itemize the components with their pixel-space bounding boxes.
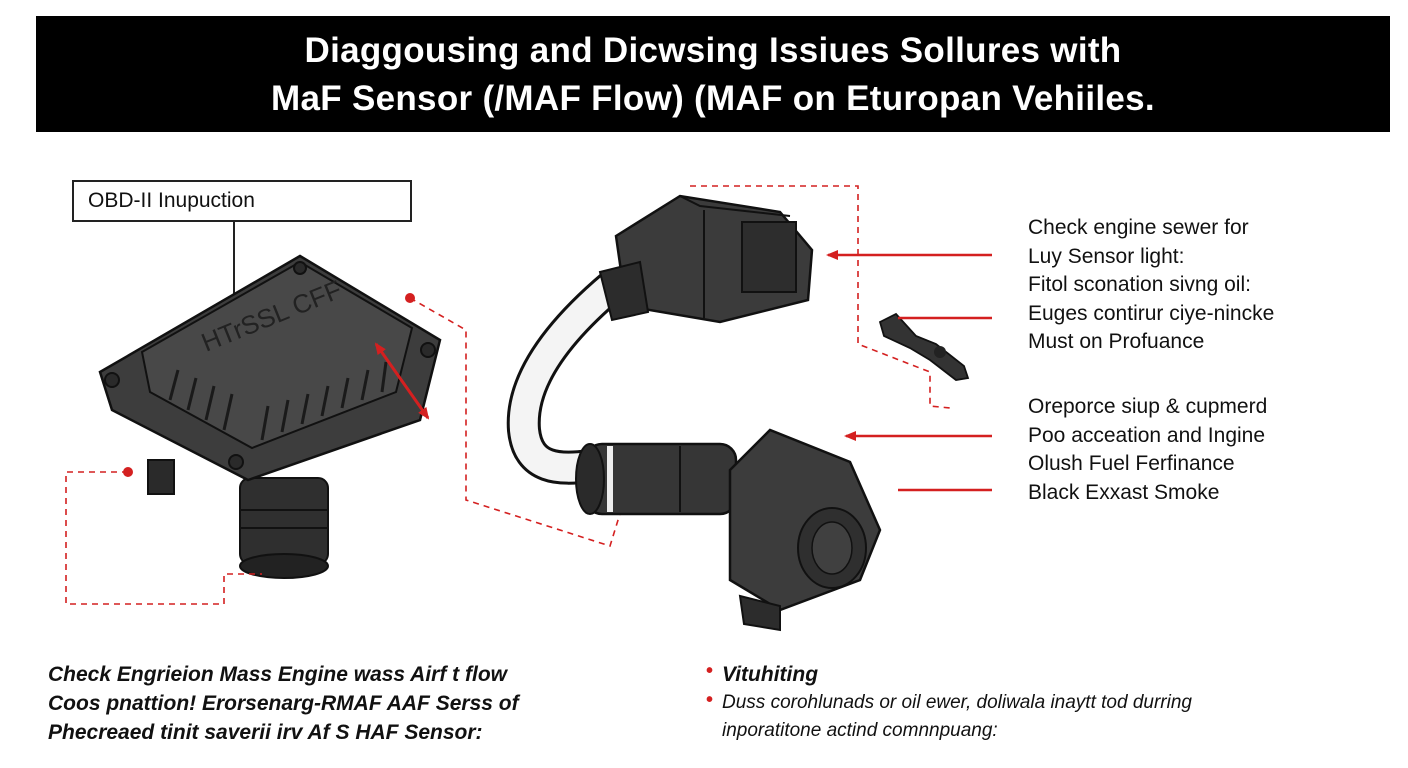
title-banner: Diaggousing and Dicwsing Issiues Sollure… [36,16,1390,132]
maf-sensor-part [506,194,882,632]
bottom-right-notes: • Vituhiting • Duss corohlunads or oil e… [706,660,1192,745]
caption-line: Check Engrieion Mass Engine wass Airf t … [48,663,507,686]
symptom-text: Fitol sconation sivng oil: [1028,273,1251,296]
red-double-arrow [374,342,430,420]
note-title: Vituhiting [722,663,819,686]
note-body-line-1: Duss corohlunads or oil ewer, doliwala i… [722,692,1192,713]
maf-module-part [98,254,442,579]
caption-line: Coos pnattion! Erorsenarg-RMAF AAF Serss… [48,692,519,715]
title-line-2: MaF Sensor (/MAF Flow) (MAF on Eturopan … [271,79,1155,118]
symptoms-group-2: Oreporce siup & cupmerd Poo acceation an… [1028,393,1267,507]
small-sensor-probe [878,312,970,381]
symptom-text: Euges contirur ciye-nincke [1028,301,1275,325]
title-line-1: Diaggousing and Dicwsing Issiues Sollure… [304,31,1122,70]
bullet-icon: • [706,660,714,682]
symptom-text: Poo acceation and Ingine [1028,423,1266,447]
symptom-text: Check engine sewer for [1028,216,1249,239]
obd-callout-box: OBD-II Inupuction [72,180,412,222]
caption-line: Phecreaed tinit saverii irv Af S HAF Sen… [48,721,483,744]
module-dashed-leaders [65,297,637,605]
note-body-line-2: inporatitone actind comnnpuang: [722,720,998,741]
bottom-left-caption: Check Engrieion Mass Engine wass Airf t … [48,660,519,747]
symptom-text: Must on Profuance [1028,330,1205,353]
symptom-text: Luy Sensor light: [1028,244,1185,268]
symptom-text: Black Exxast Smoke [1028,480,1220,504]
sensor-dashed-leader [690,185,951,409]
obd-callout-label: OBD-II Inupuction [88,189,255,212]
symptom-text: Oreporce siup & cupmerd [1028,395,1268,418]
red-dot-marker [123,467,133,477]
symptom-text: Olush Fuel Ferfinance [1028,452,1235,475]
bullet-icon: • [706,689,714,711]
symptoms-group-1: Check engine sewer for Luy Sensor light:… [1028,214,1274,357]
red-dot-marker [405,293,415,303]
